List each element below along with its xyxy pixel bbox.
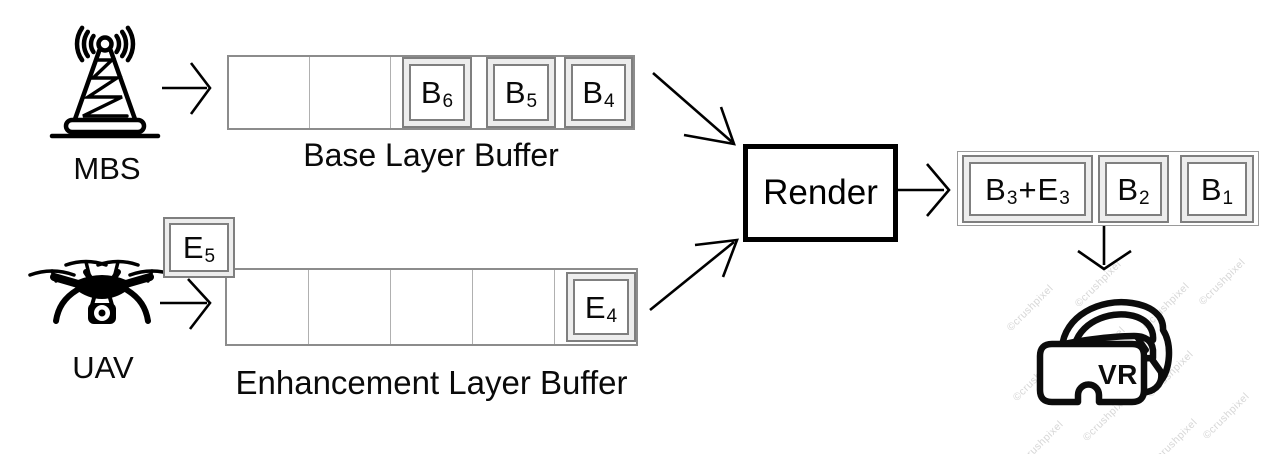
watermark-text: ©crushpixel — [1148, 416, 1200, 454]
mbs-label: MBS — [73, 151, 141, 186]
drone-icon — [28, 259, 176, 324]
base-buffer-label: Base Layer Buffer — [303, 137, 559, 173]
enhancement-buffer-label: Enhancement Layer Buffer — [235, 364, 628, 401]
buffer-cell — [309, 57, 390, 128]
vr-label: VR — [1098, 359, 1138, 390]
render-label: Render — [763, 173, 878, 212]
buffer-cell — [554, 270, 636, 344]
watermark-text: ©crushpixel — [1014, 418, 1066, 454]
buffer-cell — [390, 57, 471, 128]
arrowhead-icon — [926, 163, 951, 217]
arrowhead-icon — [189, 62, 212, 115]
arrowhead-icon — [694, 238, 739, 278]
render-box: Render — [743, 144, 898, 242]
arrowhead-icon — [187, 278, 212, 330]
arrowhead-icon — [683, 106, 736, 146]
vr-headset-icon: VR — [1036, 298, 1173, 406]
uav-label: UAV — [72, 350, 134, 385]
buffer-cell — [390, 270, 472, 344]
watermark-text: ©crushpixel — [1196, 256, 1248, 308]
buffer-cell — [308, 270, 390, 344]
buffer-cell — [227, 270, 308, 344]
cell-tower-icon — [49, 25, 161, 139]
buffer-cell — [229, 57, 309, 128]
buffer-cell — [472, 270, 554, 344]
watermark-text: ©crushpixel — [1200, 390, 1252, 442]
